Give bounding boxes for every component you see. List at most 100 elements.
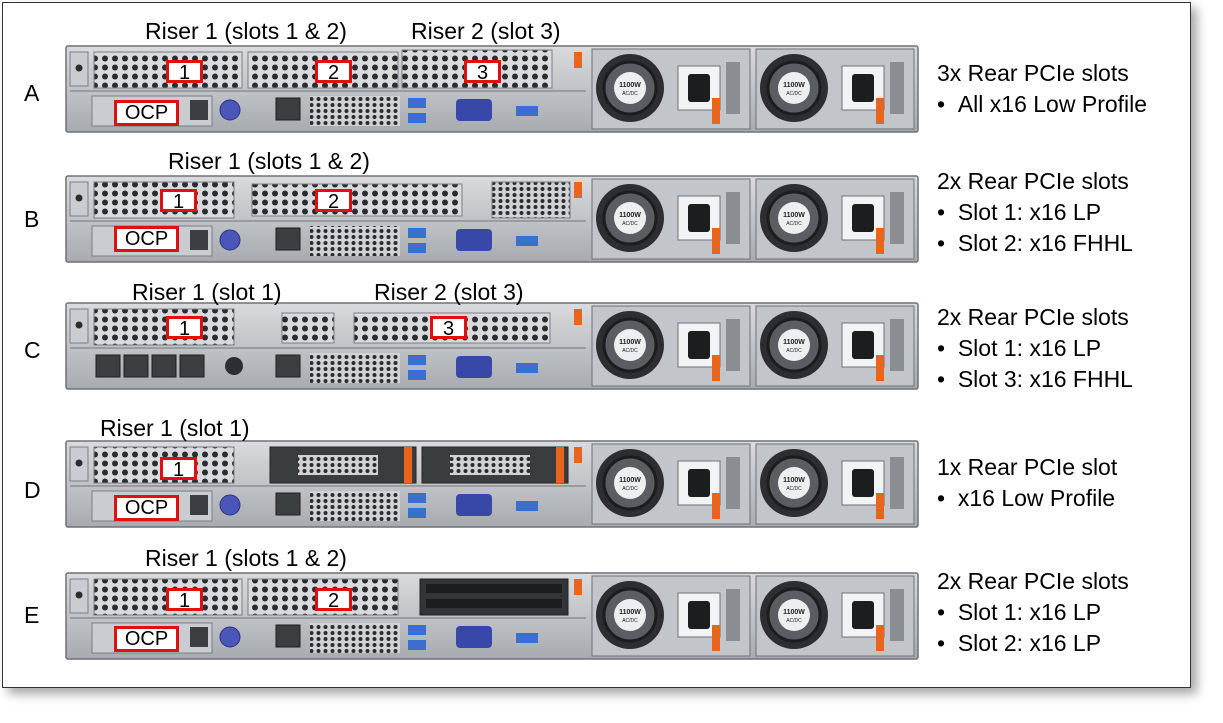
row-a-desc-bullet-1: • All x16 Low Profile <box>937 89 1147 120</box>
bullet-text: x16 Low Profile <box>957 485 1116 511</box>
psu-fan-hub <box>778 329 810 361</box>
psu-type-label: AC/DC <box>786 348 802 354</box>
bullet: • <box>937 366 946 392</box>
mgmt-port-icon <box>275 492 301 516</box>
row-a-slot-2-box: 2 <box>315 60 352 83</box>
thumbscrew-icon <box>219 626 241 648</box>
screw-icon <box>75 321 83 329</box>
riser-latch <box>574 447 582 463</box>
usb-port-icon <box>408 355 426 365</box>
usb-port-icon <box>516 106 538 116</box>
row-a-riser-1-label: Riser 1 (slots 1 & 2) <box>145 18 347 44</box>
row-a-ocp-box: OCP <box>114 100 179 126</box>
psu-fan-hub <box>778 202 810 234</box>
psu-handle <box>890 319 904 371</box>
power-socket-icon <box>688 469 710 497</box>
psu-type-label: AC/DC <box>622 91 638 97</box>
riser-latch <box>574 52 582 68</box>
blank-vent <box>491 181 571 219</box>
psu-fan-hub <box>778 72 810 104</box>
psu-type-label: AC/DC <box>786 91 802 97</box>
row-e-slot-2-box: 2 <box>315 588 352 611</box>
row-c-description: 2x Rear PCIe slots • Slot 1: x16 LP • Sl… <box>937 302 1133 395</box>
slot-2-vent <box>251 183 463 217</box>
power-socket-icon <box>688 74 710 102</box>
screw-icon <box>75 459 83 467</box>
row-e-slot-1-box: 1 <box>166 588 203 611</box>
row-b-riser-1-label: Riser 1 (slots 1 & 2) <box>168 148 370 174</box>
row-b-ocp-box: OCP <box>114 226 179 252</box>
usb-port-icon <box>516 363 538 373</box>
row-e-desc-title: 2x Rear PCIe slots <box>937 568 1129 594</box>
row-d-ocp-box: OCP <box>114 495 179 521</box>
io-vent <box>310 353 400 383</box>
row-d-desc-title: 1x Rear PCIe slot <box>937 454 1118 480</box>
mgmt-port-icon <box>275 97 301 121</box>
row-letter-e: E <box>24 602 40 628</box>
psu-rating-label: 1100W <box>619 82 641 89</box>
bullet: • <box>937 199 946 225</box>
usb-port-icon <box>408 640 426 650</box>
psu-latch <box>876 625 884 651</box>
usb-port-icon <box>408 370 426 380</box>
row-d-slot-1-box: 1 <box>160 457 197 480</box>
bullet: • <box>937 599 946 625</box>
io-vent <box>310 623 400 653</box>
psu-type-label: AC/DC <box>786 221 802 227</box>
bullet-text: Slot 2: x16 FHHL <box>957 230 1133 256</box>
psu-handle <box>726 319 740 371</box>
drive-bay-slot <box>426 584 562 593</box>
psu-type-label: AC/DC <box>622 486 638 492</box>
vga-port-icon <box>456 626 492 648</box>
rj45-port-icon <box>95 354 121 378</box>
psu-rating-label: 1100W <box>619 477 641 484</box>
rj45-port-icon <box>151 354 177 378</box>
screw-icon <box>75 194 83 202</box>
row-letter-a: A <box>24 80 40 106</box>
row-e-ocp-box: OCP <box>114 626 179 652</box>
psu-handle <box>726 457 740 509</box>
ocp-port-icon <box>190 627 208 647</box>
row-b-desc-bullet-1: • Slot 1: x16 LP <box>937 197 1133 228</box>
io-vent <box>310 96 400 126</box>
psu-latch <box>876 355 884 381</box>
io-vent <box>310 226 400 256</box>
psu-latch <box>876 493 884 519</box>
psu-latch <box>712 493 720 519</box>
row-letter-d: D <box>24 477 41 503</box>
drive-latch <box>556 447 564 483</box>
psu-latch <box>876 228 884 254</box>
blank-vent <box>281 312 335 344</box>
riser-latch <box>574 182 582 198</box>
power-socket-icon <box>852 331 874 359</box>
row-letter-c: C <box>24 337 41 363</box>
psu-fan-hub <box>614 72 646 104</box>
thumbscrew-icon <box>219 99 241 121</box>
psu-type-label: AC/DC <box>622 618 638 624</box>
power-socket-icon <box>688 204 710 232</box>
row-b-desc-title: 2x Rear PCIe slots <box>937 168 1129 194</box>
row-a-desc-title: 3x Rear PCIe slots <box>937 60 1129 86</box>
thumbscrew-icon <box>225 357 243 375</box>
psu-fan-hub <box>614 467 646 499</box>
usb-port-icon <box>408 243 426 253</box>
row-b-slot-2-box: 2 <box>315 189 352 212</box>
row-c-slot-3-box: 3 <box>430 316 467 339</box>
drive-bay-2-vent <box>450 455 530 475</box>
row-d-desc-bullet-1: • x16 Low Profile <box>937 483 1117 514</box>
mgmt-port-icon <box>275 624 301 648</box>
drive-latch <box>404 447 412 483</box>
psu-handle <box>890 192 904 244</box>
row-a-description: 3x Rear PCIe slots • All x16 Low Profile <box>937 58 1147 120</box>
psu-type-label: AC/DC <box>622 348 638 354</box>
vga-port-icon <box>456 356 492 378</box>
row-a-slot-1-box: 1 <box>166 60 203 83</box>
psu-rating-label: 1100W <box>783 82 805 89</box>
riser-latch <box>574 579 582 595</box>
psu-type-label: AC/DC <box>622 221 638 227</box>
usb-port-icon <box>516 633 538 643</box>
rj45-port-icon <box>123 354 149 378</box>
thumbscrew-icon <box>219 229 241 251</box>
bullet-text: Slot 3: x16 FHHL <box>957 366 1133 392</box>
